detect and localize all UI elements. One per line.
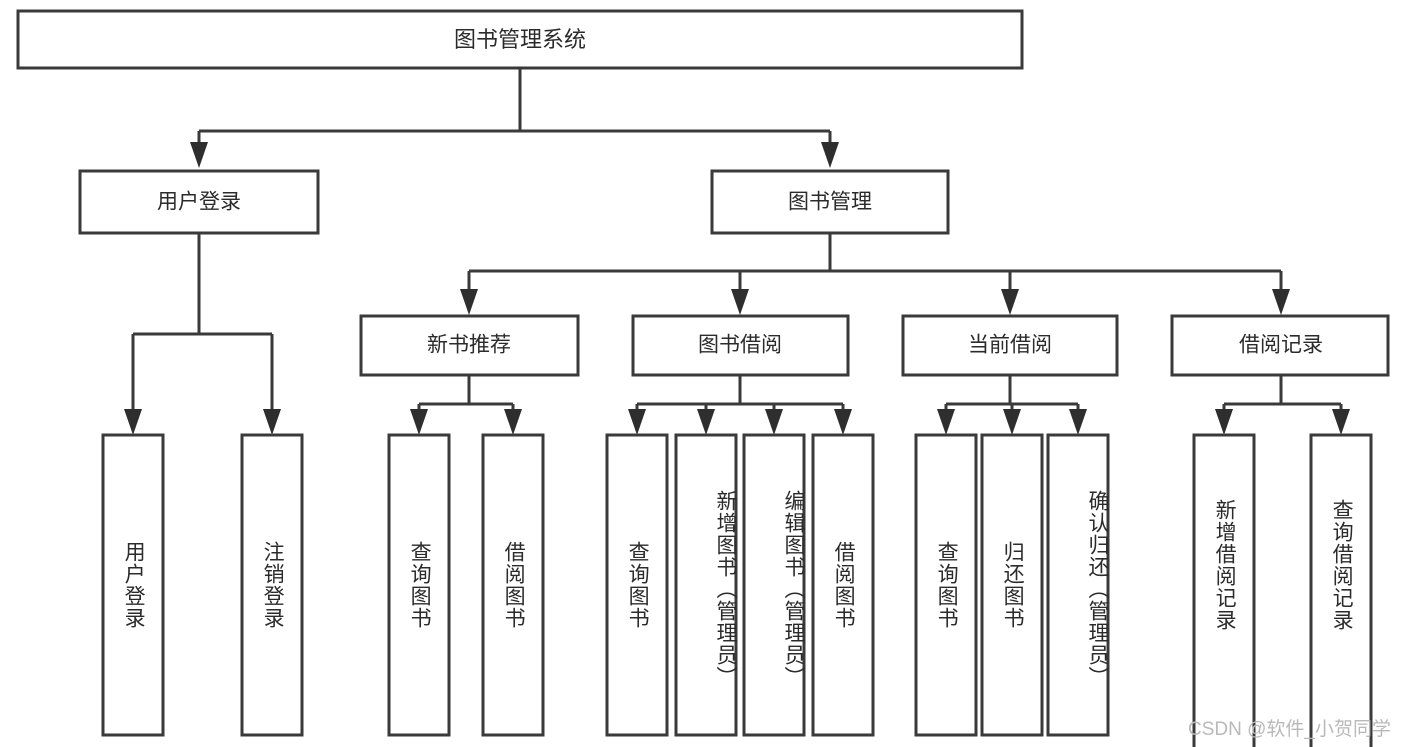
arrow-to-book-borrow (731, 289, 749, 315)
leaf-box-bb-borrow-book[interactable] (811, 433, 875, 737)
arrow-bb-leaf-4 (834, 409, 852, 435)
arrow-to-current-borrow (1001, 289, 1019, 315)
arrow-to-book-manage (821, 142, 839, 168)
arrow-bb-leaf-2 (697, 409, 715, 435)
leaf-box-br-query-record[interactable] (1309, 433, 1373, 747)
node-book-manage[interactable]: 图书管理 (710, 169, 950, 235)
new-book-recommend-box[interactable] (359, 314, 580, 377)
arrow-to-leaf-user-login (124, 409, 142, 435)
leaf-box-nbr-borrow-book[interactable] (481, 433, 545, 737)
node-book-borrow[interactable]: 图书借阅 (631, 314, 850, 377)
arrow-nbr-leaf-1 (410, 409, 428, 435)
root-label: 图书管理系统 (454, 27, 586, 52)
leaf-box-bb-add-book[interactable] (674, 433, 738, 737)
current-borrow-label: 当前借阅 (968, 334, 1052, 357)
leaf-box-cb-confirm-return[interactable] (1046, 433, 1110, 737)
leaf-box-logout[interactable] (240, 433, 304, 737)
arrow-cb-leaf-2 (1003, 409, 1021, 435)
borrow-record-label: 借阅记录 (1239, 334, 1323, 357)
node-root[interactable]: 图书管理系统 (16, 9, 1024, 70)
leaf-box-bb-query-book[interactable] (605, 433, 669, 737)
connector-borrow-record-to-leaves (1215, 375, 1350, 435)
connector-book-manage-to-level3 (460, 233, 1290, 315)
connector-new-book-recommend-to-leaves (410, 375, 522, 435)
node-current-borrow[interactable]: 当前借阅 (901, 314, 1119, 377)
arrow-br-leaf-2 (1332, 409, 1350, 435)
arrow-cb-leaf-1 (937, 409, 955, 435)
leaf-box-cb-return-book[interactable] (980, 433, 1044, 737)
book-borrow-label: 图书借阅 (698, 334, 782, 357)
connector-book-borrow-to-leaves (628, 375, 852, 435)
connector-root-to-level2 (190, 68, 839, 168)
node-borrow-record[interactable]: 借阅记录 (1170, 314, 1390, 377)
arrow-br-leaf-1 (1215, 409, 1233, 435)
leaf-box-cb-query-book[interactable] (914, 433, 978, 737)
leaf-box-br-add-record[interactable] (1192, 433, 1256, 747)
arrow-to-leaf-logout (263, 409, 281, 435)
root-box[interactable] (16, 9, 1024, 70)
arrow-nbr-leaf-2 (504, 409, 522, 435)
arrow-cb-leaf-3 (1069, 409, 1087, 435)
arrow-to-user-login (190, 142, 208, 168)
leaf-box-user-login[interactable] (101, 433, 165, 737)
new-book-recommend-label: 新书推荐 (427, 334, 511, 357)
arrow-to-new-book-recommend (460, 289, 478, 315)
book-manage-label: 图书管理 (788, 191, 872, 214)
leaf-box-nbr-query-book[interactable] (387, 433, 451, 737)
connector-user-login-to-leaves (124, 233, 281, 435)
node-user-login[interactable]: 用户登录 (78, 169, 320, 235)
arrow-bb-leaf-3 (765, 409, 783, 435)
connector-current-borrow-to-leaves (937, 375, 1087, 435)
node-new-book-recommend[interactable]: 新书推荐 (359, 314, 580, 377)
arrow-bb-leaf-1 (628, 409, 646, 435)
user-login-box[interactable] (78, 169, 320, 235)
current-borrow-box[interactable] (901, 314, 1119, 377)
arrow-to-borrow-record (1272, 289, 1290, 315)
leaf-box-bb-edit-book[interactable] (742, 433, 806, 737)
user-login-label: 用户登录 (157, 191, 241, 214)
